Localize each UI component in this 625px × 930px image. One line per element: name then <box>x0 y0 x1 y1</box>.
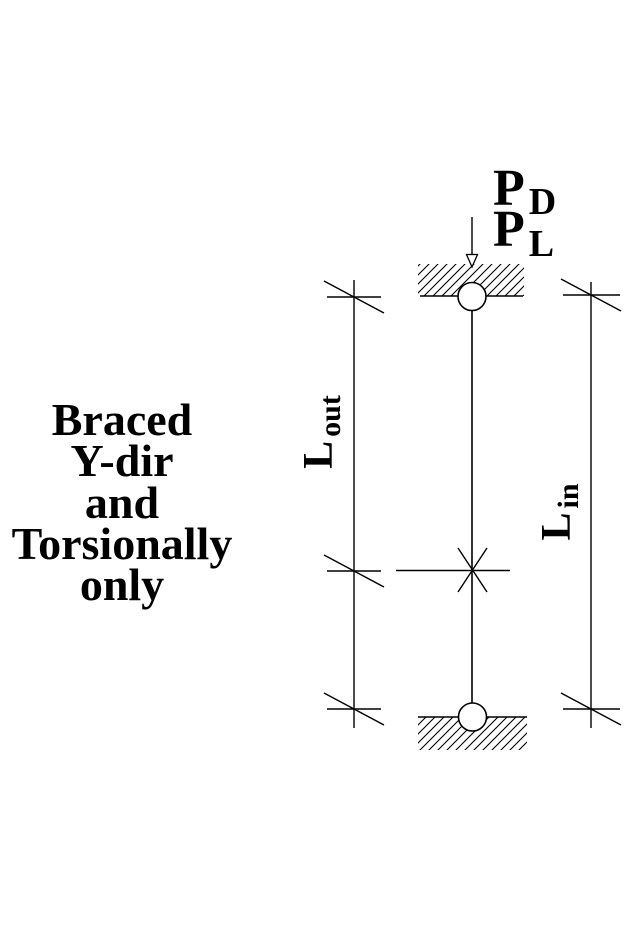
dead-load-subscript: D <box>529 181 556 223</box>
lout-label: L out <box>296 395 347 469</box>
lin-symbol: L <box>534 513 580 541</box>
load-labels: P D P L <box>493 160 556 265</box>
live-load-subscript: L <box>529 223 554 265</box>
lout-tick-bottom <box>323 692 385 726</box>
dead-load-symbol: P <box>493 160 525 217</box>
brace-x-slash-2 <box>457 547 488 593</box>
tick-slash <box>323 280 385 314</box>
lin-tick-bottom <box>560 692 622 726</box>
top-support <box>418 264 524 312</box>
load-arrow <box>465 217 479 269</box>
note-line-2: Y-dir <box>70 435 173 486</box>
bracing-note: Braced Y-dir and Torsionally only <box>12 394 233 610</box>
live-load-label: P L <box>493 201 554 265</box>
dimension-lin: L in <box>534 278 622 728</box>
lout-symbol: L <box>296 441 342 469</box>
dead-load-label: P D <box>493 160 556 223</box>
tick-slash <box>323 554 385 588</box>
lin-subscript: in <box>552 483 585 508</box>
brace-point-symbol <box>396 547 510 593</box>
load-arrow-head <box>465 253 479 269</box>
lout-subscript: out <box>314 395 347 437</box>
tick-slash <box>560 278 622 312</box>
tick-slash <box>323 692 385 726</box>
live-load-symbol: P <box>493 201 525 258</box>
bottom-support <box>418 702 527 750</box>
lout-tick-middle <box>323 554 385 588</box>
lin-label: L in <box>534 483 585 540</box>
note-line-4: Torsionally <box>12 518 233 569</box>
lin-tick-top <box>560 278 622 312</box>
lout-tick-top <box>323 280 385 314</box>
note-line-5: only <box>80 559 164 610</box>
bottom-pin-circle <box>457 702 488 732</box>
note-line-1: Braced <box>52 394 193 445</box>
tick-slash <box>560 692 622 726</box>
note-line-3: and <box>85 477 160 528</box>
top-pin-circle <box>457 281 487 312</box>
dimension-lout: L out <box>296 280 385 728</box>
